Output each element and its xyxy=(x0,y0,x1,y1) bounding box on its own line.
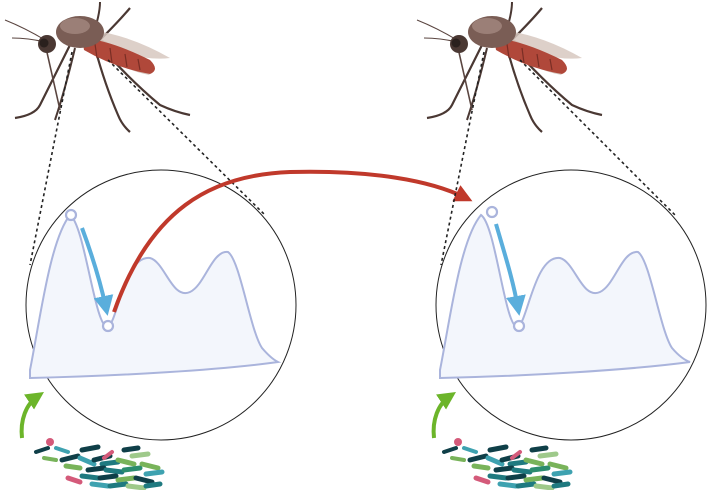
valley-state-marker xyxy=(101,319,115,333)
mosquito-icon xyxy=(3,0,192,134)
descent-arrow xyxy=(80,227,114,316)
panel-right xyxy=(415,0,707,488)
mosquito-icon xyxy=(415,0,604,134)
zoom-line-left xyxy=(29,51,73,266)
bacteria-cluster-icon xyxy=(470,447,570,488)
panel-left xyxy=(3,0,297,488)
microbe-cluster-small xyxy=(442,436,478,462)
fitness-landscape xyxy=(29,213,282,380)
microbe-cluster-small xyxy=(34,436,70,462)
zoom-line-right xyxy=(519,59,676,216)
zoom-line-right xyxy=(107,59,266,216)
bacteria-cluster-icon xyxy=(62,447,162,488)
valley-state-marker xyxy=(512,319,526,333)
acquisition-arrow xyxy=(431,392,456,439)
transfer-arrow xyxy=(112,169,473,313)
fitness-landscape xyxy=(439,213,691,380)
descent-arrow xyxy=(494,223,526,316)
zoom-line-left xyxy=(440,51,485,266)
start-state-marker xyxy=(64,208,78,222)
acquisition-arrow xyxy=(19,392,44,439)
start-state-marker xyxy=(485,205,499,219)
